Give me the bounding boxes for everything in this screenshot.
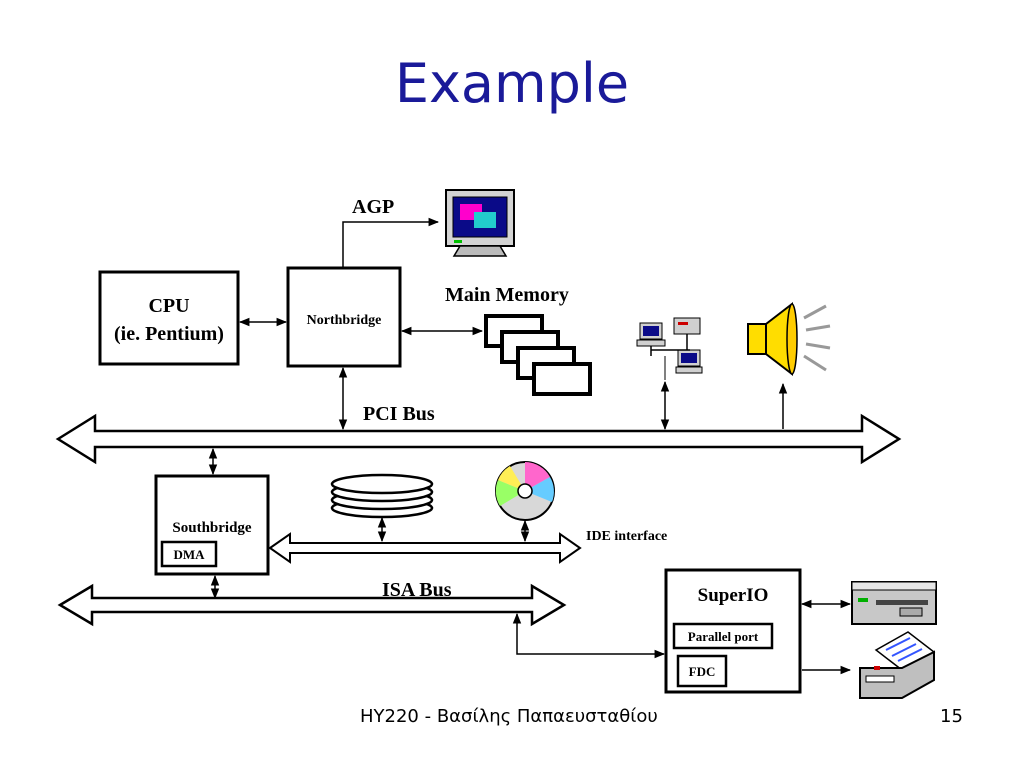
agp-label: AGP — [352, 196, 394, 218]
slide-title: Example — [394, 52, 630, 115]
agp-link — [342, 217, 440, 268]
page-number: 15 — [940, 706, 963, 727]
hard-disk-platters-icon — [330, 473, 434, 519]
parallel-port-label: Parallel port — [688, 629, 759, 644]
southbridge-label: Southbridge — [172, 520, 252, 536]
ide-interface-label: IDE interface — [586, 529, 667, 544]
cpu-model-label: (ie. Pentium) — [114, 323, 224, 345]
speaker-icon — [747, 301, 831, 377]
cpu-label: CPU — [148, 295, 189, 317]
main-memory-label: Main Memory — [445, 284, 569, 306]
superio-label: SuperIO — [698, 585, 769, 606]
cpu-box: CPU (ie. Pentium) — [98, 270, 240, 366]
southbridge-box: Southbridge DMA — [154, 474, 270, 576]
pci-bus — [55, 413, 902, 465]
isa-superio-link — [512, 612, 666, 659]
printer-icon — [859, 631, 936, 699]
architecture-diagram: CPU (ie. Pentium) Northbridge AGP Main M… — [55, 189, 937, 699]
cd-disc-icon — [495, 461, 555, 521]
floppy-drive-icon — [851, 581, 937, 625]
northbridge-box: Northbridge — [286, 266, 402, 368]
fdc-label: FDC — [689, 664, 716, 679]
isa-bus-label: ISA Bus — [382, 579, 452, 601]
memory-modules-icon — [484, 314, 592, 396]
network-computers-icon — [636, 317, 703, 380]
footer-text: ΗΥ220 - Βασίλης Παπαευσταθίου — [360, 706, 658, 727]
superio-box: SuperIO Parallel port FDC — [664, 568, 802, 694]
dma-label: DMA — [173, 547, 205, 562]
ide-bus — [268, 532, 582, 564]
monitor-icon — [445, 189, 515, 257]
northbridge-label: Northbridge — [307, 313, 382, 328]
isa-bus — [57, 583, 567, 627]
pci-bus-label: PCI Bus — [363, 403, 435, 425]
